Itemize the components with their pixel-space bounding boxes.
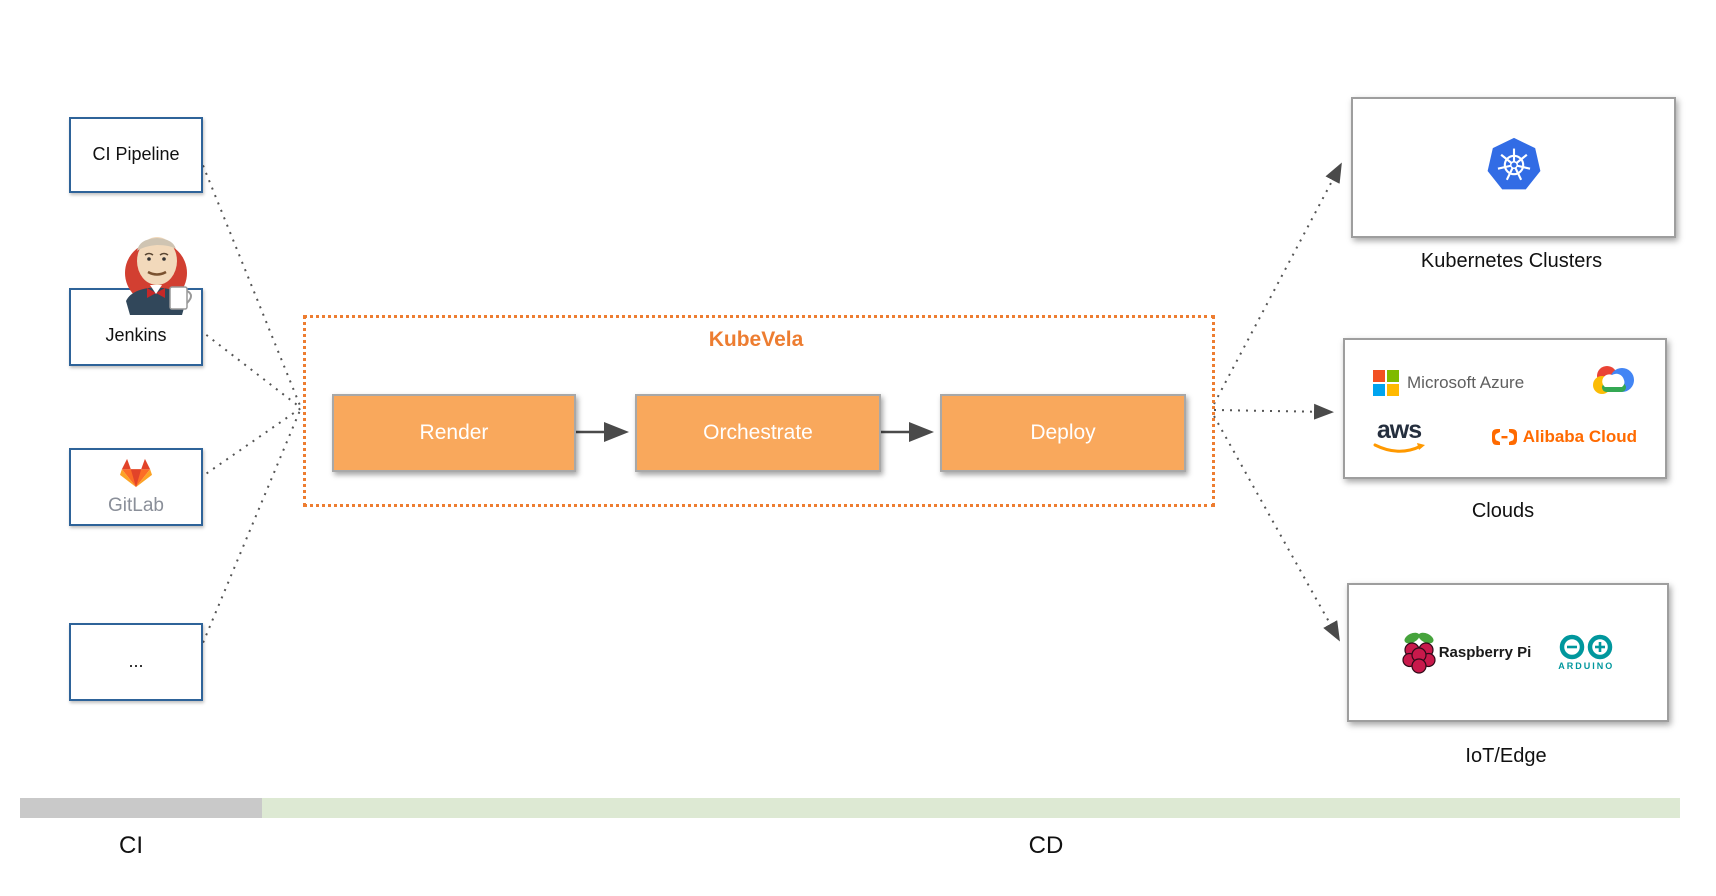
aws-swoosh-icon: [1373, 443, 1425, 453]
source-box-gitlab: GitLab: [69, 448, 203, 526]
ci-phase-label: CI: [119, 832, 143, 859]
target-box-clouds: Microsoft Azure aws: [1343, 338, 1667, 479]
step-box-render: Render: [332, 394, 576, 472]
gitlab-wordmark: GitLab: [108, 495, 164, 516]
source-label: ...: [128, 651, 144, 672]
cd-phase-label: CD: [1028, 832, 1064, 859]
target-label-clouds: Clouds: [1471, 500, 1535, 522]
target-label-iot-edge: IoT/Edge: [1465, 745, 1547, 767]
alibaba-cloud-icon: Alibaba Cloud: [1491, 427, 1637, 447]
target-box-kubernetes: [1351, 97, 1676, 238]
raspberry-pi-icon: Raspberry Pi: [1401, 631, 1532, 675]
microsoft-squares-icon: [1373, 369, 1399, 396]
aws-wordmark: aws: [1376, 416, 1422, 444]
jenkins-mascot-icon: [112, 225, 200, 322]
step-label: Deploy: [1030, 421, 1096, 444]
alibaba-wordmark: Alibaba Cloud: [1522, 427, 1637, 446]
gitlab-fox-icon: [118, 457, 154, 494]
cd-phase-bar: [262, 798, 1680, 818]
source-label: Jenkins: [105, 325, 167, 346]
aws-icon: aws: [1373, 418, 1425, 456]
kubernetes-icon: [1485, 136, 1543, 199]
source-label: CI Pipeline: [92, 144, 180, 165]
source-box-more: ...: [69, 623, 203, 701]
cloud-logos: Microsoft Azure aws: [1345, 361, 1665, 456]
google-cloud-icon: [1591, 361, 1637, 404]
alibaba-brackets-icon: [1491, 429, 1517, 445]
azure-wordmark: Microsoft Azure: [1407, 372, 1525, 392]
step-box-orchestrate: Orchestrate: [635, 394, 881, 472]
step-label: Orchestrate: [703, 421, 813, 444]
arduino-icon: ARDUINO: [1557, 634, 1615, 671]
step-label: Render: [419, 421, 489, 444]
raspberry-pi-wordmark: Raspberry Pi: [1438, 644, 1532, 661]
source-box-ci-pipeline: CI Pipeline: [69, 117, 203, 193]
kubevela-title: KubeVela: [708, 328, 804, 351]
iot-logos: Raspberry Pi ARDUINO: [1349, 631, 1667, 675]
ci-phase-bar: [20, 798, 262, 818]
target-box-iot-edge: Raspberry Pi ARDUINO: [1347, 583, 1669, 722]
step-box-deploy: Deploy: [940, 394, 1186, 472]
arduino-wordmark: ARDUINO: [1558, 661, 1615, 671]
target-label-kubernetes: Kubernetes Clusters: [1420, 250, 1603, 272]
kubevela-container: [303, 315, 1215, 507]
microsoft-azure-icon: Microsoft Azure: [1373, 369, 1525, 396]
